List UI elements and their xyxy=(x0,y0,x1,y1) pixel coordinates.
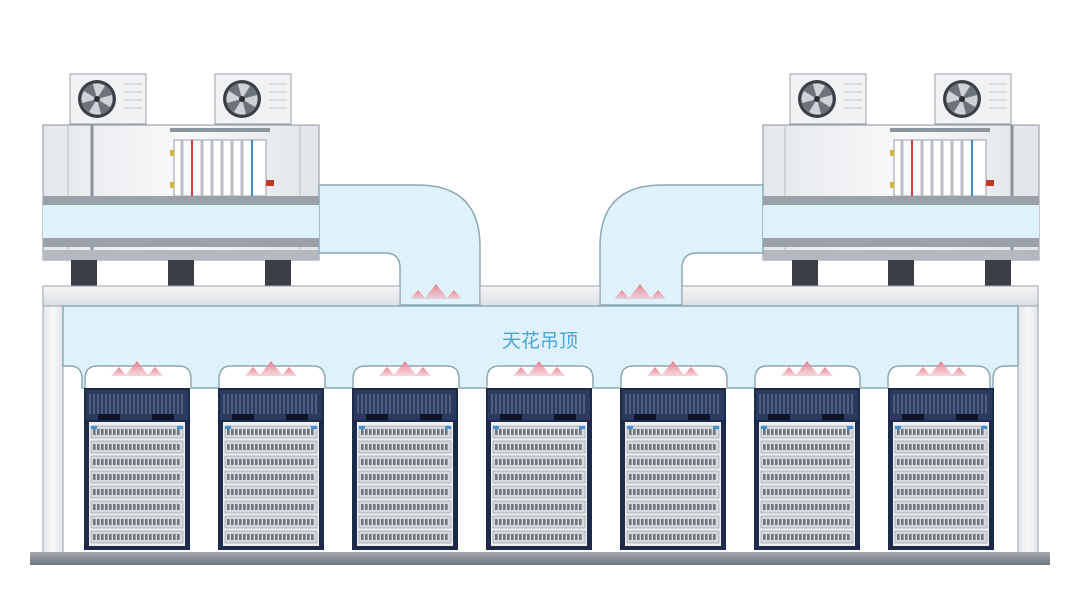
ceiling-plenum xyxy=(62,305,1019,389)
server-rack-icon xyxy=(352,388,458,550)
fan-icon xyxy=(223,80,261,118)
heat-up-arrow-icon xyxy=(245,361,297,376)
duct-left-elbow xyxy=(318,184,481,306)
server-rack-icon xyxy=(218,388,324,550)
outdoor-units xyxy=(69,73,1012,125)
return-air-ducts xyxy=(43,184,1039,306)
fan-icon xyxy=(78,80,116,118)
heat-up-arrow-icon xyxy=(379,361,431,376)
radiator-coil-icon xyxy=(170,128,274,197)
server-racks xyxy=(84,388,994,550)
outdoor-unit-2 xyxy=(214,73,292,125)
ceiling-structure xyxy=(42,285,1039,557)
server-rack-icon xyxy=(754,388,860,550)
fan-icon xyxy=(943,80,981,118)
heat-up-arrow-icon xyxy=(410,284,462,299)
heat-up-arrow-icon xyxy=(781,361,833,376)
heat-up-arrow-icon xyxy=(647,361,699,376)
server-rack-icon xyxy=(888,388,994,550)
duct-right-elbow xyxy=(599,184,764,306)
heat-up-arrow-icon xyxy=(614,284,666,299)
heat-up-arrow-icon xyxy=(513,361,565,376)
server-rack-icon xyxy=(486,388,592,550)
heat-up-arrow-icon xyxy=(915,361,967,376)
outdoor-unit-3 xyxy=(789,73,867,125)
heat-arrows xyxy=(111,284,967,376)
outdoor-unit-4 xyxy=(934,73,1012,125)
server-rack-icon xyxy=(84,388,190,550)
heat-up-arrow-icon xyxy=(111,361,163,376)
ceiling-label: 天花吊顶 xyxy=(502,330,578,352)
server-rack-icon xyxy=(620,388,726,550)
floor xyxy=(30,552,1050,565)
radiator-coil-icon xyxy=(890,128,994,197)
fan-icon xyxy=(798,80,836,118)
outdoor-unit-1 xyxy=(69,73,147,125)
